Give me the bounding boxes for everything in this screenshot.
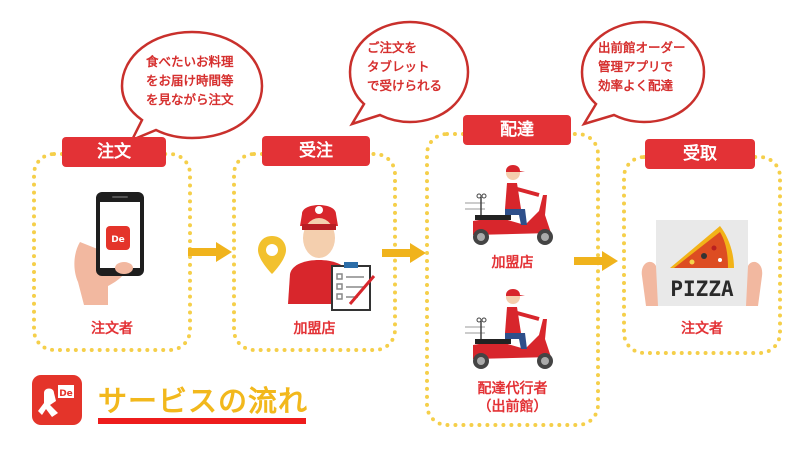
arrow-right-icon <box>382 243 426 263</box>
step-2-label: 加盟店 <box>293 321 336 337</box>
step-4-tag: 受取 <box>645 139 755 169</box>
step-1-tag: 注文 <box>62 137 166 167</box>
staff-clipboard-icon <box>258 205 376 311</box>
step-1-label: 注文者 <box>91 321 133 337</box>
pizza-box-icon: PIZZA <box>641 220 763 306</box>
step-3-label-1: 加盟店 <box>491 255 534 271</box>
step-3-label-2: 配達代行者 <box>477 381 548 397</box>
bubble-1-line-1: 食べたいお料理 <box>146 54 234 69</box>
step-3-tag: 配達 <box>463 115 571 145</box>
bubble-2-line-2: タブレット <box>367 59 430 74</box>
step-2-tag: 受注 <box>262 136 370 166</box>
bubble-3-line-1: 出前館オーダー <box>598 40 686 55</box>
bubble-2-line-3: で受けられる <box>367 78 443 93</box>
arrow-right-icon <box>188 242 232 262</box>
pizza-text: PIZZA <box>670 277 734 301</box>
page-title: サービスの流れ <box>98 384 309 418</box>
demaecan-logo-icon: De <box>32 375 82 425</box>
speech-bubble-3 <box>580 20 706 127</box>
bubble-2-line-1: ご注文を <box>367 40 418 55</box>
scooter-rider-icon <box>465 289 553 369</box>
hand-phone-icon: De <box>74 192 144 305</box>
bubble-2-text: ご注文を タブレット で受けられる <box>367 38 442 95</box>
scooter-rider-icon <box>465 165 553 245</box>
bubble-1-line-2: をお届け時間等 <box>146 73 234 88</box>
title-underline <box>98 418 306 424</box>
step-4-label: 注文者 <box>681 321 723 337</box>
bubble-1-text: 食べたいお料理 をお届け時間等 を見ながら注文 <box>146 52 234 109</box>
logo-text: De <box>59 389 73 399</box>
svg-text:De: De <box>111 235 125 245</box>
bubble-3-line-2: 管理アプリで <box>598 59 674 74</box>
bubble-1-line-3: を見ながら注文 <box>146 92 234 107</box>
bubble-3-text: 出前館オーダー 管理アプリで 効率よく配達 <box>598 38 686 95</box>
arrow-right-icon <box>574 251 618 271</box>
bubble-3-line-3: 効率よく配達 <box>598 78 674 93</box>
speech-bubble-1 <box>120 30 264 143</box>
speech-bubble-2 <box>348 20 470 127</box>
step-3-label-3: （出前館） <box>477 399 548 415</box>
